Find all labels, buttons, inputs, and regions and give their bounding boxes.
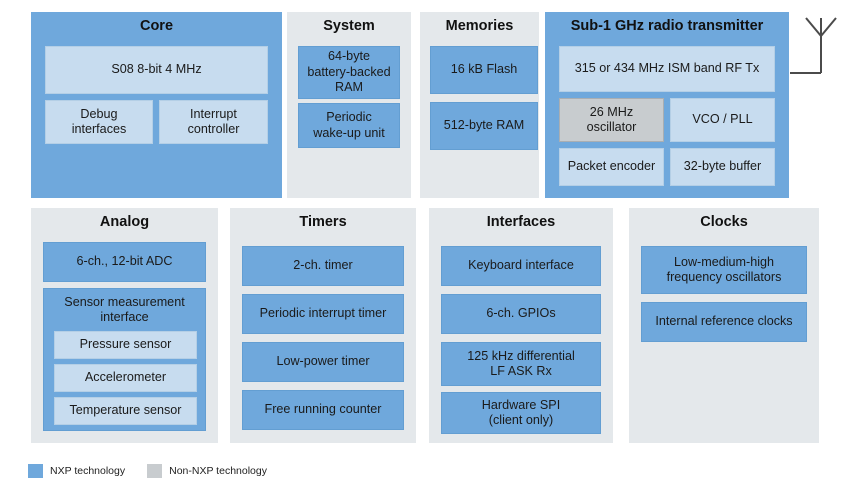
block-temperature-sensor: Temperature sensor: [54, 397, 197, 425]
panel-radio-title: Sub-1 GHz radio transmitter: [570, 18, 764, 34]
block-s08-core: S08 8-bit 4 MHz: [45, 46, 268, 94]
block-internal-reference-clocks: Internal reference clocks: [641, 302, 807, 342]
panel-analog: Analog 6-ch., 12-bit ADC Sensor measurem…: [31, 208, 218, 443]
block-packet-encoder: Packet encoder: [559, 148, 664, 186]
block-2ch-timer: 2-ch. timer: [242, 246, 404, 286]
panel-analog-title: Analog: [99, 214, 150, 230]
block-adc: 6-ch., 12-bit ADC: [43, 242, 206, 282]
panel-radio-transmitter: Sub-1 GHz radio transmitter 315 or 434 M…: [545, 12, 789, 198]
panel-clocks-title: Clocks: [700, 214, 748, 230]
legend-label-nxp: NXP technology: [50, 465, 126, 477]
block-ram: 512-byte RAM: [430, 102, 538, 150]
legend-swatch-nxp-icon: [28, 464, 43, 478]
block-free-running-counter: Free running counter: [242, 390, 404, 430]
block-32-byte-buffer: 32-byte buffer: [670, 148, 775, 186]
legend-item-nxp: NXP technology: [28, 464, 125, 478]
block-gpios: 6-ch. GPIOs: [441, 294, 601, 334]
block-pressure-sensor: Pressure sensor: [54, 331, 197, 359]
block-ism-band-rf-tx: 315 or 434 MHz ISM band RF Tx: [559, 46, 775, 92]
panel-system-title: System: [323, 18, 375, 34]
panel-interfaces-title: Interfaces: [486, 214, 556, 230]
legend-swatch-non-nxp-icon: [147, 464, 163, 478]
block-keyboard-interface: Keyboard interface: [441, 246, 601, 286]
panel-memories: Memories 16 kB Flash 512-byte RAM: [420, 12, 539, 198]
legend-label-non-nxp: Non-NXP technology: [169, 465, 267, 477]
panel-interfaces: Interfaces Keyboard interface 6-ch. GPIO…: [429, 208, 613, 443]
panel-memories-title: Memories: [445, 18, 514, 34]
block-vco-pll: VCO / PLL: [670, 98, 775, 142]
block-low-power-timer: Low-power timer: [242, 342, 404, 382]
legend: NXP technology Non-NXP technology: [28, 464, 289, 478]
panel-core-title: Core: [139, 18, 174, 34]
block-flash: 16 kB Flash: [430, 46, 538, 94]
rf-antenna-icon: [790, 17, 837, 74]
block-hardware-spi: Hardware SPI(client only): [441, 392, 601, 434]
block-accelerometer: Accelerometer: [54, 364, 197, 392]
block-periodic-interrupt-timer: Periodic interrupt timer: [242, 294, 404, 334]
legend-item-non-nxp: Non-NXP technology: [147, 464, 267, 478]
panel-timers-title: Timers: [299, 214, 347, 230]
panel-timers: Timers 2-ch. timer Periodic interrupt ti…: [230, 208, 416, 443]
